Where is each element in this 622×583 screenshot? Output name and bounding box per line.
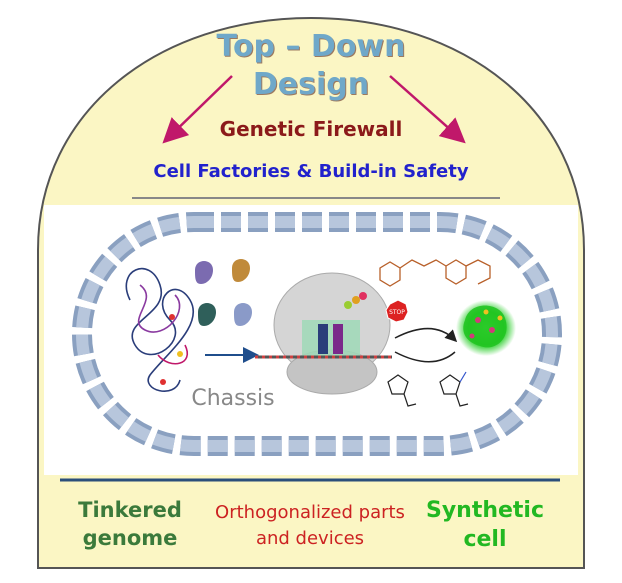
genetic-firewall-label: Genetic Firewall [219, 117, 403, 141]
cell-factories-label: Cell Factories & Build-in Safety [153, 161, 469, 182]
protein-blobs [195, 259, 252, 326]
title-line-1: Top – Down [216, 29, 406, 64]
arrow-right [389, 75, 466, 144]
reaction-arrows [394, 327, 458, 363]
genome-mark-3 [177, 351, 183, 357]
ribosome [273, 272, 391, 395]
tinkered-genome-label: Tinkered genome [78, 498, 182, 550]
orthogonalized-parts-label: Orthogonalized parts and devices [215, 502, 405, 549]
chemical-structures [379, 259, 491, 287]
stop-sign-label: STOP [389, 309, 405, 316]
genome-tangle [125, 267, 195, 392]
amino-acid-structures [387, 371, 469, 407]
genome-mark-1 [169, 314, 175, 320]
green-cell [456, 300, 516, 356]
title-line-2: Design [252, 67, 370, 102]
chassis-label: Chassis [191, 386, 275, 411]
arrow-left [162, 75, 233, 144]
cell-membrane-inner [76, 216, 558, 452]
synthetic-cell-label: Synthetic cell [425, 498, 545, 552]
stop-sign [385, 299, 409, 323]
genome-mark-2 [160, 379, 166, 385]
